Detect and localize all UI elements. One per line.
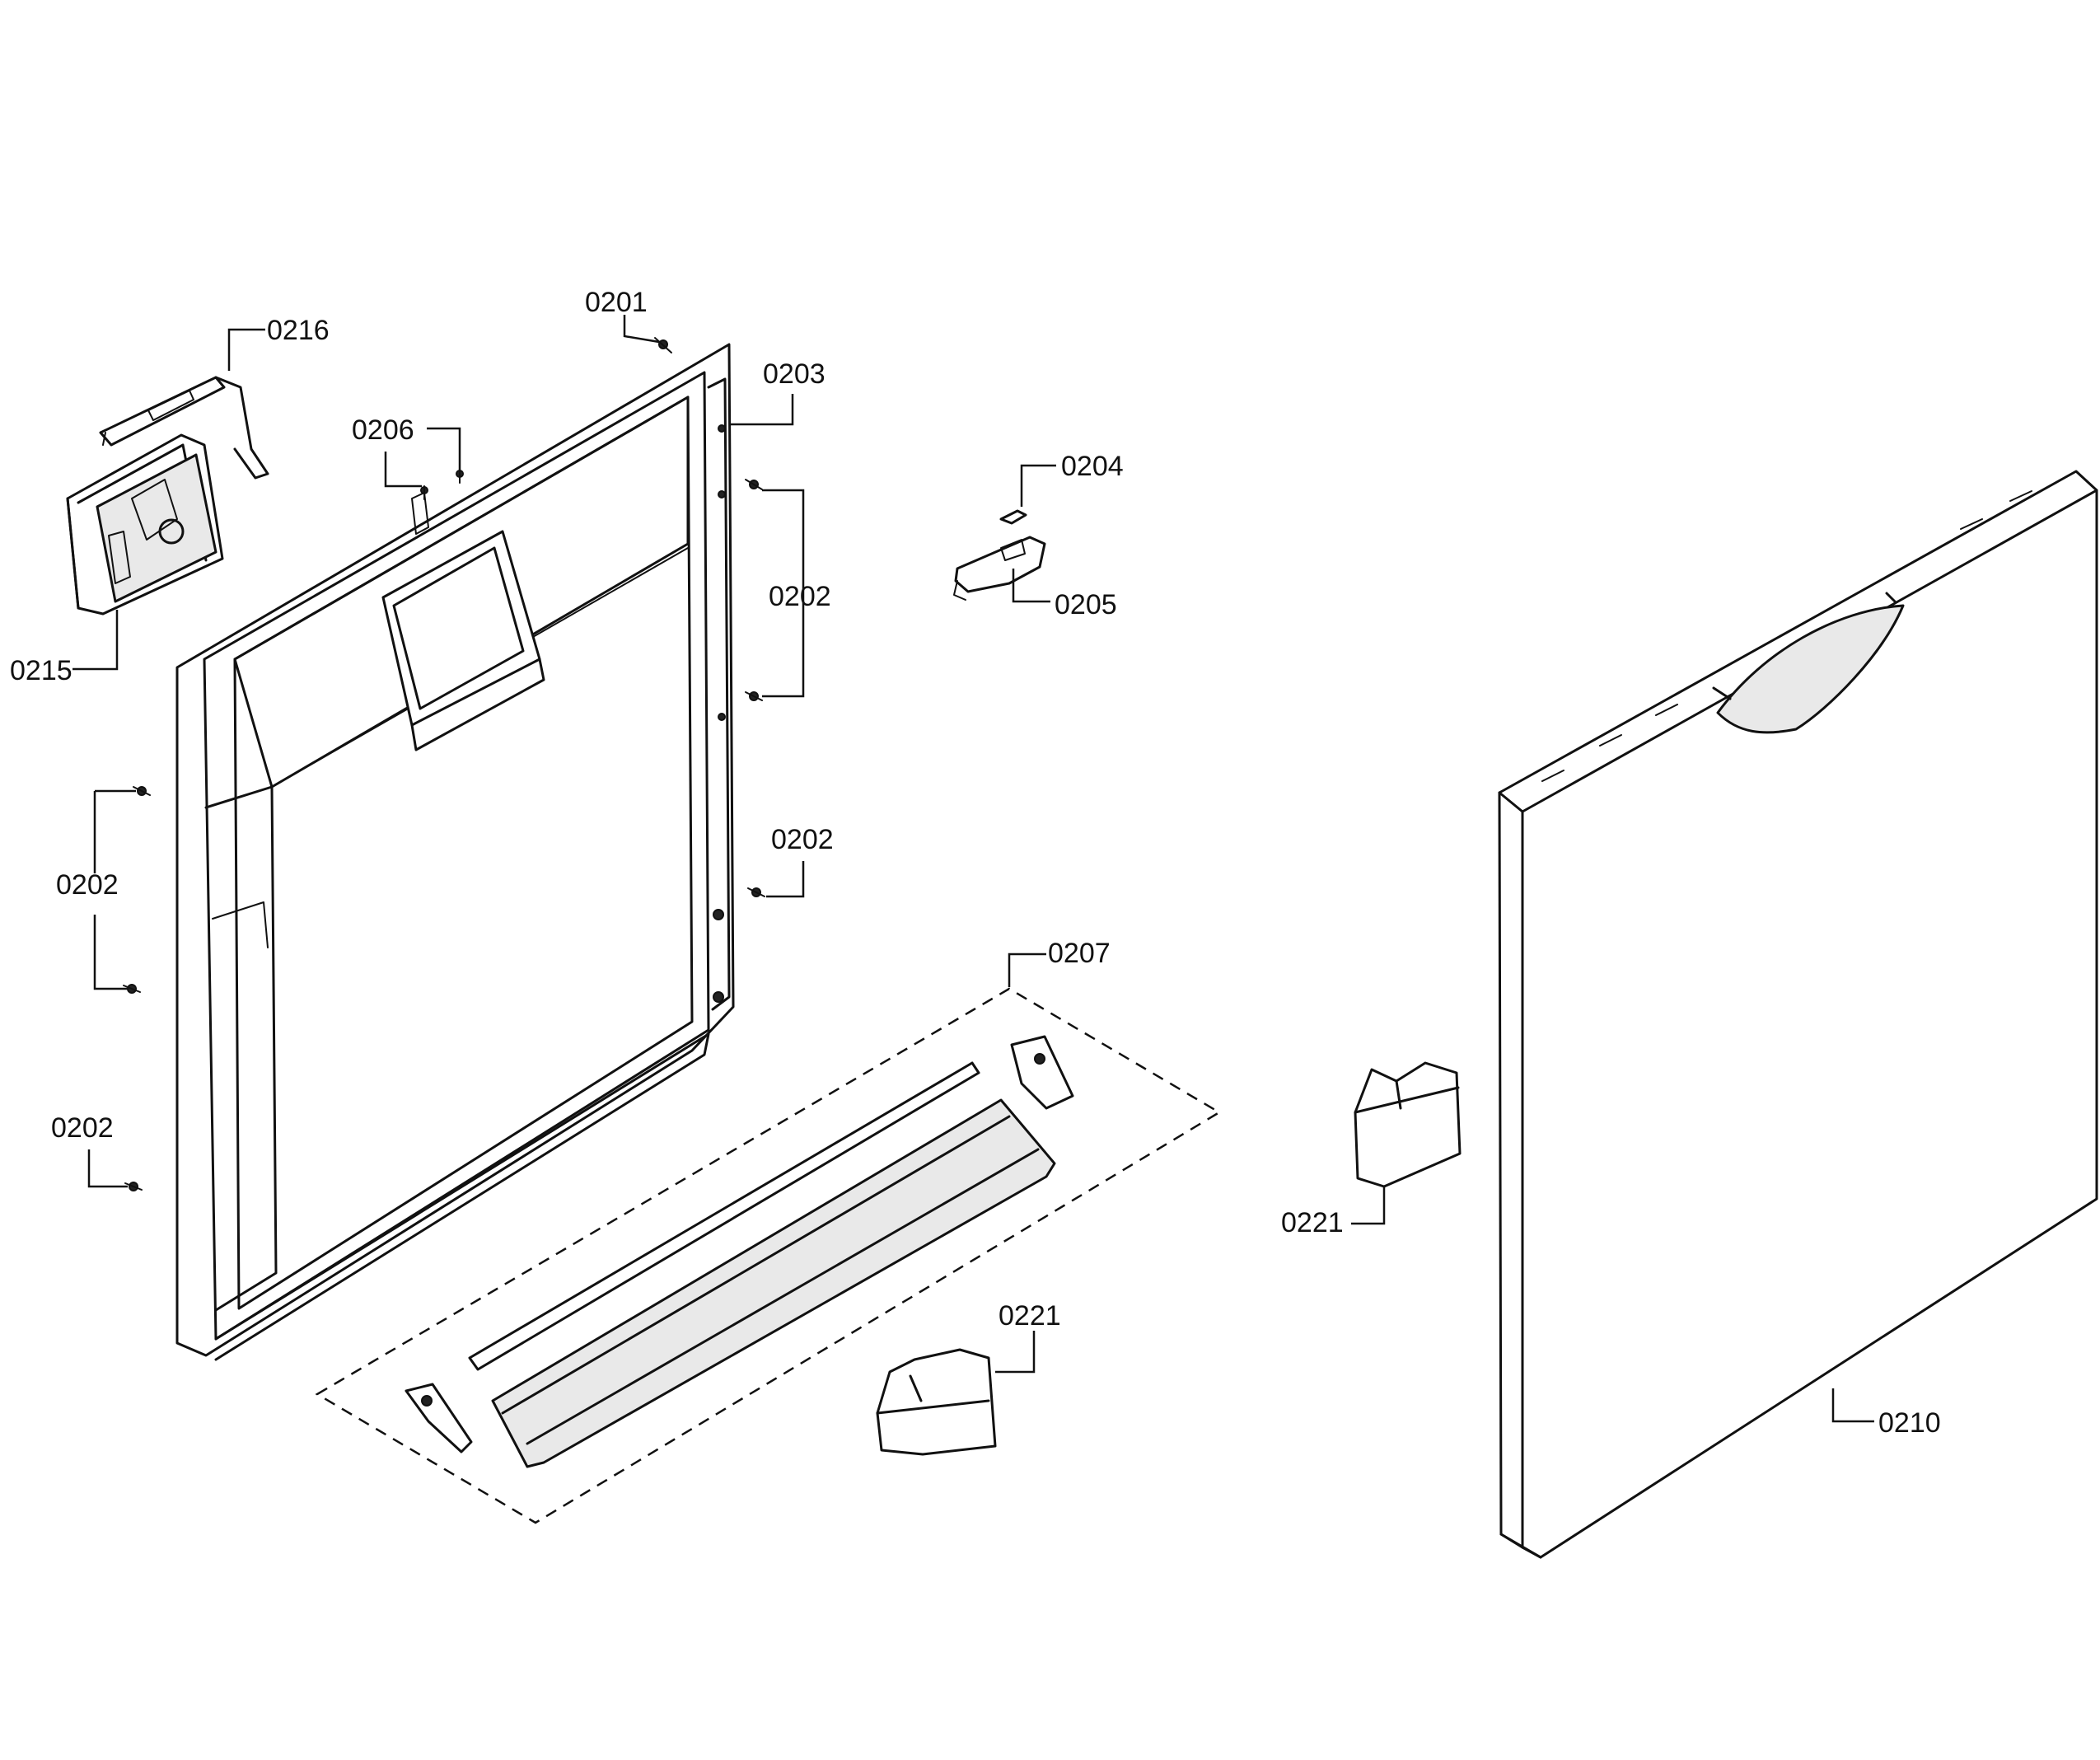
callout-0202-left: 0202 bbox=[56, 869, 119, 901]
door-corner-block-lower bbox=[876, 1348, 997, 1456]
callout-0202-upper-right: 0202 bbox=[769, 581, 831, 612]
callout-0202-lower-right: 0202 bbox=[771, 824, 834, 855]
callout-0221-upper: 0221 bbox=[1281, 1207, 1344, 1238]
dispenser-bracket bbox=[99, 376, 269, 480]
callout-0203: 0203 bbox=[763, 358, 826, 390]
callout-0204: 0204 bbox=[1061, 451, 1124, 482]
inner-door-frame bbox=[175, 343, 735, 1361]
callout-0206: 0206 bbox=[352, 414, 414, 446]
callout-0201: 0201 bbox=[585, 287, 648, 318]
callout-0221-lower: 0221 bbox=[999, 1300, 1061, 1332]
outer-door-panel bbox=[1498, 470, 2098, 1559]
door-latch-parts bbox=[953, 509, 1046, 601]
door-gasket-kit bbox=[315, 987, 1222, 1524]
callout-0205: 0205 bbox=[1055, 589, 1117, 620]
door-corner-block-upper bbox=[1354, 1061, 1462, 1188]
callout-0207: 0207 bbox=[1048, 938, 1111, 969]
callout-0216: 0216 bbox=[267, 315, 330, 346]
detergent-dispenser bbox=[66, 433, 224, 616]
callout-0210: 0210 bbox=[1878, 1407, 1941, 1439]
callout-0202-bottom-left: 0202 bbox=[51, 1112, 114, 1144]
screws bbox=[123, 337, 765, 1191]
callout-0215: 0215 bbox=[10, 655, 72, 686]
leader-lines bbox=[72, 315, 1874, 1423]
callout-labels: 0201 0216 0203 0206 0204 0202 0205 0215 … bbox=[10, 287, 1941, 1439]
